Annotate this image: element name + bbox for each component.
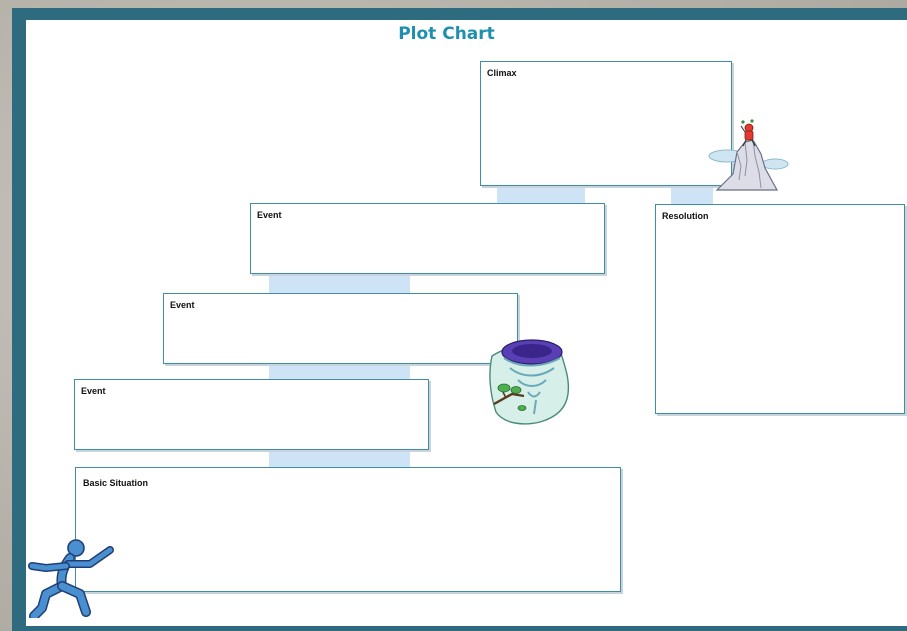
climax-label: Climax bbox=[487, 68, 517, 78]
connector-event-basic bbox=[269, 450, 410, 467]
connector-climax-resolution bbox=[671, 186, 713, 204]
resolution-box[interactable]: Resolution bbox=[655, 204, 905, 414]
climax-box[interactable]: Climax bbox=[480, 61, 732, 186]
connector-event-event-lower bbox=[269, 364, 410, 380]
connector-event-climax bbox=[497, 186, 585, 204]
running-figure-icon bbox=[28, 539, 114, 618]
basic-situation-box[interactable]: Basic Situation bbox=[75, 467, 621, 592]
event-box-middle[interactable]: Event bbox=[163, 293, 518, 364]
event-label-middle: Event bbox=[170, 300, 195, 310]
connector-event-event-upper bbox=[269, 274, 410, 294]
tornado-icon bbox=[489, 339, 570, 425]
event-label-bottom: Event bbox=[81, 386, 106, 396]
resolution-label: Resolution bbox=[662, 211, 709, 221]
event-box-bottom[interactable]: Event bbox=[74, 379, 429, 450]
page-title: Plot Chart bbox=[398, 24, 495, 44]
event-box-top[interactable]: Event bbox=[250, 203, 605, 274]
mountain-climber-icon bbox=[708, 119, 789, 191]
event-label-top: Event bbox=[257, 210, 282, 220]
basic-situation-label: Basic Situation bbox=[83, 478, 149, 488]
